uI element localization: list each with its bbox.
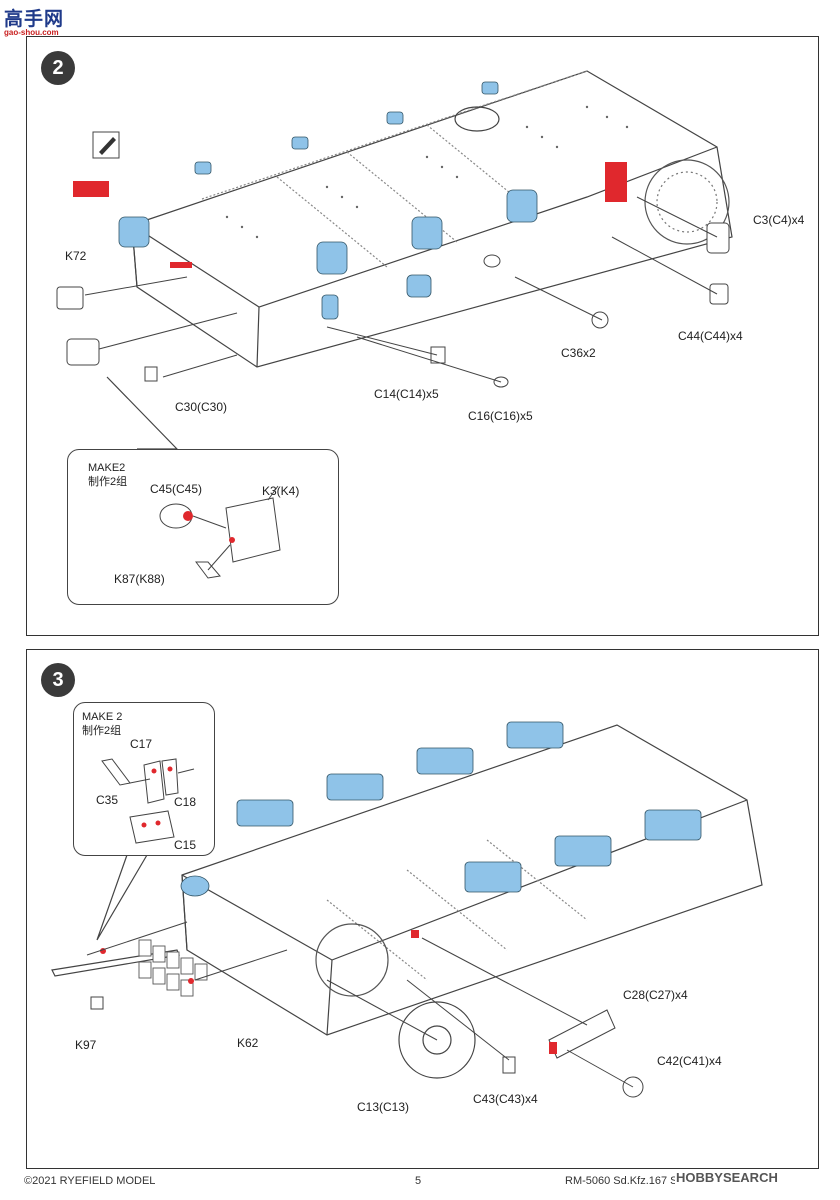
- footer-watermark: HOBBYSEARCH: [676, 1170, 778, 1185]
- site-url: gao-shou.com: [4, 28, 59, 37]
- part-c3: [706, 222, 730, 254]
- label-c35: C35: [96, 793, 119, 807]
- part-k3-housing: [66, 338, 100, 366]
- step-3-diagram: [51, 721, 763, 1098]
- label-c44: C44(C44)x4: [678, 329, 743, 343]
- step-3-number: 3: [41, 663, 75, 697]
- part-c43: [502, 1056, 516, 1074]
- glue-marks: [73, 162, 627, 268]
- label-c13: C13(C13): [357, 1100, 410, 1114]
- step-2-callout: MAKE2 制作2组 C45(C45) K3(K4) K87(K88): [67, 449, 339, 605]
- label-c17: C17: [130, 737, 153, 751]
- part-k62: [138, 939, 208, 997]
- label-c14: C14(C14)x5: [374, 387, 439, 401]
- callout-3-diagram: [101, 758, 195, 844]
- label-c36: C36x2: [561, 346, 596, 360]
- callout3-make-en: MAKE 2: [82, 711, 123, 723]
- part-c14: [430, 346, 446, 364]
- step-2-diagram: [56, 70, 733, 450]
- part-k72-housing: [56, 286, 84, 310]
- part-c28: [548, 1009, 616, 1059]
- label-k72: K72: [65, 249, 87, 263]
- part-bracket: [90, 996, 104, 1010]
- site-name: 高手网: [4, 8, 65, 30]
- blue-parts: [118, 81, 538, 320]
- part-c44: [709, 283, 729, 305]
- glue-tool-icon: [92, 131, 120, 159]
- part-c36: [591, 311, 609, 329]
- site-logo: 高手网 gao-shou.com: [4, 4, 68, 38]
- label-c45: C45(C45): [150, 482, 203, 496]
- footer-copyright: ©2021 RYEFIELD MODEL: [24, 1175, 156, 1187]
- label-c30: C30(C30): [175, 400, 228, 414]
- label-c28: C28(C27)x4: [623, 988, 688, 1002]
- label-c3: C3(C4)x4: [753, 213, 805, 227]
- part-hub: [483, 254, 501, 268]
- callout3-make-cn: 制作2组: [82, 725, 122, 737]
- rivet-pattern: [225, 105, 629, 239]
- label-c42: C42(C41)x4: [657, 1054, 722, 1068]
- label-c16: C16(C16)x5: [468, 409, 533, 423]
- label-k97: K97: [75, 1038, 97, 1052]
- step-3-callout: MAKE 2 制作2组 C17 C35 C18 C15: [73, 702, 215, 856]
- footer-page-number: 5: [415, 1175, 422, 1187]
- step-2-number: 2: [41, 51, 75, 85]
- label-k87: K87(K88): [114, 572, 165, 586]
- label-c43: C43(C43)x4: [473, 1092, 538, 1106]
- part-c30: [144, 366, 158, 382]
- callout-make-cn: 制作2组: [88, 476, 128, 488]
- footer-product: RM-5060 Sd.Kfz.167 StuG.IV Early Product…: [565, 1175, 675, 1187]
- callout-make-en: MAKE2: [88, 462, 126, 474]
- label-c18: C18: [174, 795, 197, 809]
- label-k62: K62: [237, 1036, 259, 1050]
- label-c15: C15: [174, 838, 197, 852]
- callout-2-diagram: [159, 485, 281, 579]
- step-3-panel: 3: [26, 649, 819, 1169]
- step-2-panel: 2: [26, 36, 819, 636]
- blue-suspension: [180, 721, 702, 897]
